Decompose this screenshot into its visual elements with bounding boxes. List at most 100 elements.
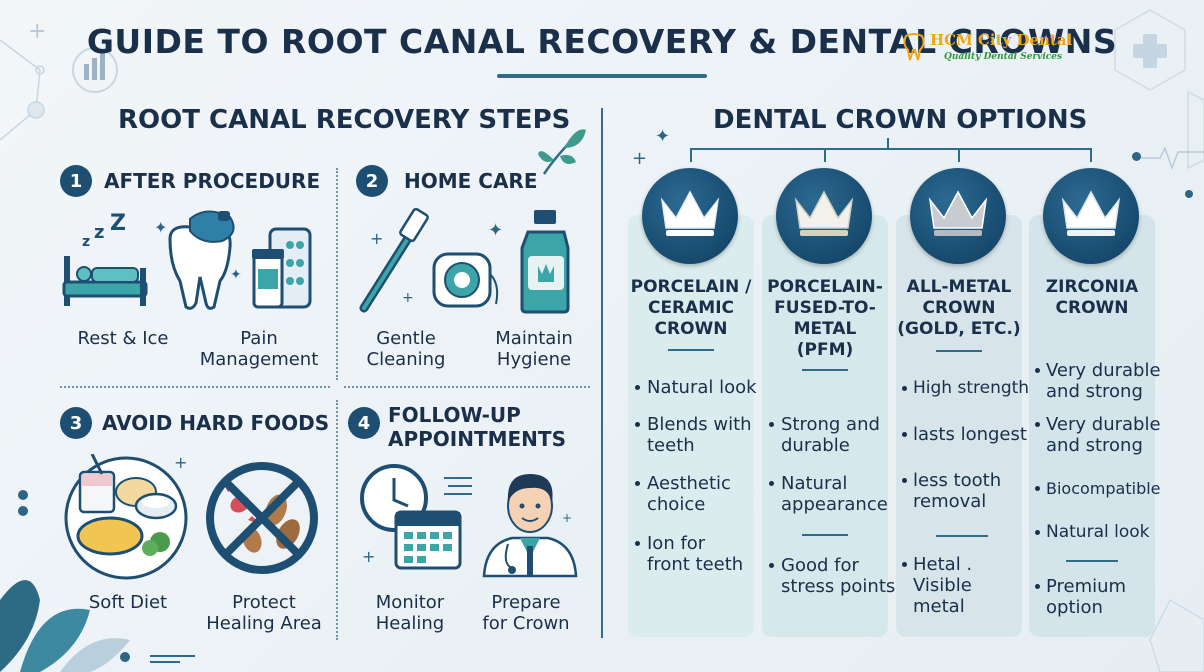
- crown-feature: Blends with teeth: [647, 414, 752, 456]
- bullet: [1035, 368, 1040, 373]
- caption-prepare-for-crown: Prepare for Crown: [482, 592, 570, 634]
- svg-text:z: z: [82, 234, 90, 250]
- crown-feature: High strength: [913, 378, 1030, 398]
- crown-feature: lasts longest: [913, 424, 1027, 445]
- bullet: [902, 562, 907, 567]
- crown-icon: [794, 190, 854, 236]
- sparkle-icon: ✦: [488, 220, 504, 241]
- crown-icon: [1061, 190, 1121, 236]
- step-3-number: 3: [60, 407, 92, 439]
- crown-separator: [802, 369, 848, 371]
- crown-separator: [1066, 560, 1118, 562]
- bullet: [635, 385, 640, 390]
- crown-feature: Very durable and strong: [1046, 360, 1161, 402]
- crown-icon: [660, 190, 720, 236]
- crown-bracket: [690, 148, 1092, 150]
- bullet: [635, 481, 640, 486]
- bullet: [769, 563, 774, 568]
- sparkle-icon: ✦: [655, 126, 671, 147]
- svg-text:z: z: [94, 222, 104, 243]
- caption-protect-healing-area: Protect Healing Area: [206, 592, 322, 634]
- bullet: [1035, 486, 1040, 491]
- tooth-logo-icon: [903, 33, 925, 61]
- bullet: [1035, 584, 1040, 589]
- svg-text:+: +: [362, 547, 375, 566]
- bullet: [902, 432, 907, 437]
- bullet: [902, 386, 907, 391]
- recovery-section-title: ROOT CANAL RECOVERY STEPS: [118, 105, 571, 135]
- plus-icon: +: [632, 148, 648, 169]
- crown-feature: Very durable and strong: [1046, 414, 1161, 456]
- clinic-logo: HCM City Dental Quality Dental Services: [902, 30, 1072, 66]
- no-hard-foods-icon: [206, 462, 318, 574]
- svg-text:✦: ✦: [154, 218, 167, 237]
- svg-text:+: +: [174, 454, 187, 472]
- step-3-title: AVOID HARD FOODS: [102, 411, 330, 435]
- caption-pain-management: Pain Management: [199, 328, 319, 370]
- crown-feature: Strong and durable: [781, 414, 880, 456]
- crown-card-all-metal: [896, 215, 1022, 637]
- step-1-title: AFTER PROCEDURE: [104, 169, 321, 193]
- svg-text:+: +: [28, 19, 46, 44]
- crown-feature: Premium option: [1046, 576, 1127, 618]
- crown-separator: [802, 534, 848, 536]
- logo-name: HCM City Dental: [930, 31, 1073, 49]
- crown-feature: Natural appearance: [781, 473, 888, 515]
- crown-name-porcelain: PORCELAIN / CERAMIC CROWN: [630, 277, 752, 339]
- crown-separator: [668, 349, 714, 351]
- crown-bracket: [824, 148, 826, 162]
- svg-text:Z: Z: [110, 212, 126, 236]
- crown-name-all-metal: ALL-METAL CROWN (GOLD, ETC.): [897, 277, 1021, 339]
- decor-dot: [120, 652, 130, 662]
- step-divider-horizontal: [344, 386, 590, 388]
- logo-tagline: Quality Dental Services: [944, 52, 1063, 62]
- svg-text:+: +: [402, 290, 414, 306]
- dental-floss-icon: [432, 252, 499, 308]
- step-2-title: HOME CARE: [404, 169, 538, 193]
- decor-dot: [1185, 190, 1193, 198]
- decor-dot: [18, 490, 28, 500]
- pill-bottle-icon: [252, 227, 312, 309]
- svg-text:+: +: [370, 229, 383, 248]
- crown-feature: Ion for front teeth: [647, 533, 744, 575]
- crown-feature: Aesthetic choice: [647, 473, 731, 515]
- crown-badge: [776, 168, 872, 264]
- decor-dot: [18, 506, 28, 516]
- crown-badge: [910, 168, 1006, 264]
- bullet: [1035, 530, 1040, 535]
- step-4-title: FOLLOW-UP APPOINTMENTS: [388, 403, 566, 451]
- step-2-number: 2: [356, 165, 388, 197]
- decor-dot: [1132, 152, 1141, 161]
- crown-feature: Natural look: [1046, 522, 1150, 542]
- page-title: GUIDE TO ROOT CANAL RECOVERY & DENTAL CR…: [86, 22, 1118, 61]
- crown-icon: [928, 190, 988, 236]
- bullet: [1035, 422, 1040, 427]
- crown-separator: [936, 350, 982, 352]
- crown-feature: Hetal . Visible metal: [913, 554, 973, 617]
- section-divider: [601, 108, 603, 638]
- bullet: [635, 541, 640, 546]
- crown-name-pfm: PORCELAIN- FUSED-TO- METAL (PFM): [767, 277, 883, 360]
- caption-rest-ice: Rest & Ice: [77, 328, 169, 349]
- crown-bracket: [690, 148, 692, 162]
- svg-text:+: +: [562, 511, 572, 525]
- step-1-number: 1: [60, 165, 92, 197]
- step-divider-horizontal: [60, 386, 330, 388]
- crown-bracket: [1090, 148, 1092, 162]
- bullet: [769, 422, 774, 427]
- toothbrush-icon: + +: [359, 208, 429, 313]
- crown-feature: Good for stress points: [781, 555, 896, 597]
- crown-feature: Natural look: [647, 377, 757, 398]
- title-underline: [497, 74, 707, 78]
- svg-text:✦: ✦: [230, 267, 242, 283]
- crown-card-zirconia: [1029, 215, 1155, 637]
- crown-badge: [1043, 168, 1139, 264]
- bullet: [902, 478, 907, 483]
- step-divider-vertical: [336, 400, 338, 640]
- step-divider-vertical: [336, 168, 338, 380]
- step-4-number: 4: [348, 407, 380, 439]
- dentist-avatar-icon: +: [482, 474, 578, 578]
- crowns-section-title: DENTAL CROWN OPTIONS: [713, 105, 1088, 135]
- crown-separator: [936, 535, 988, 537]
